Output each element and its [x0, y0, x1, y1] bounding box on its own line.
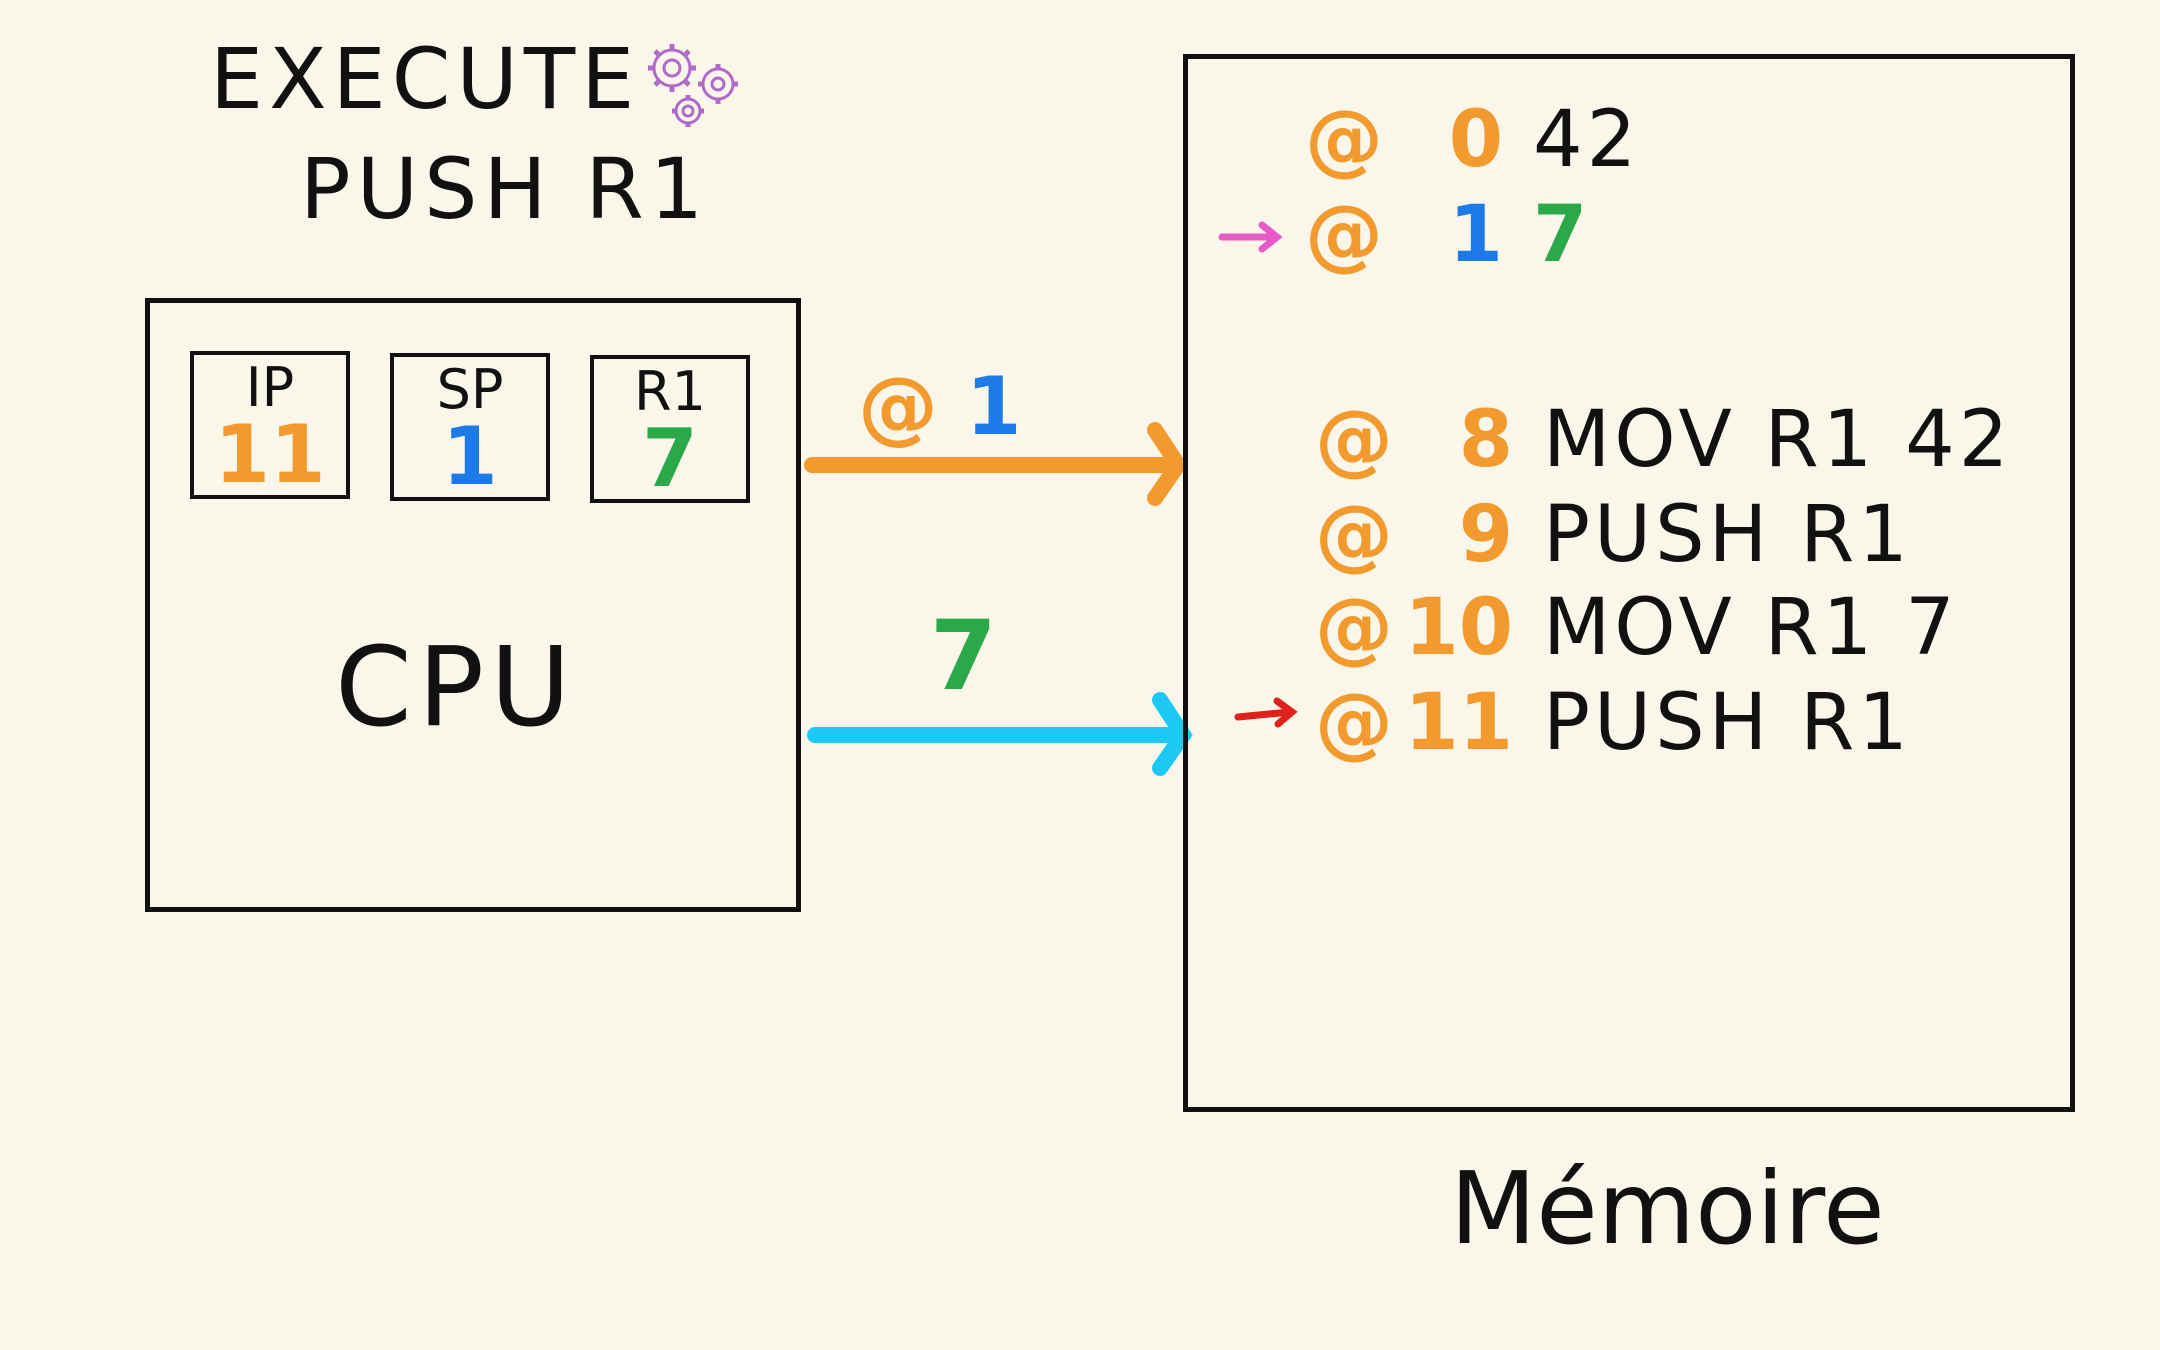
- current-instruction: PUSH R1: [300, 140, 710, 238]
- register-ip-name: IP: [245, 356, 295, 419]
- memory-row-content: MOV R1 42: [1543, 395, 2013, 485]
- memory-row-address: 1: [1448, 190, 1503, 280]
- register-r1: R1 7: [590, 355, 750, 503]
- register-r1-value: 7: [642, 412, 698, 505]
- cpu-box: IP 11 SP 1 R1 7 CPU: [145, 298, 801, 912]
- memory-row-0: @0 42: [1305, 95, 1640, 185]
- memory-row-address: 8: [1458, 395, 1513, 485]
- memory-row-address: 10: [1404, 583, 1513, 673]
- memory-row-at: @: [1315, 678, 1393, 768]
- step-title: EXECUTE: [210, 30, 641, 128]
- memory-row-address: 9: [1458, 490, 1513, 580]
- data-bus-arrow: [807, 692, 1193, 776]
- memory-row-at: @: [1315, 395, 1393, 485]
- register-sp-value: 1: [442, 410, 498, 503]
- memory-row-at: @: [1305, 190, 1383, 280]
- register-sp: SP 1: [390, 353, 550, 501]
- memory-row-at: @: [1315, 490, 1393, 580]
- memory-row-content: MOV R1 7: [1543, 583, 1959, 673]
- gears-icon: [648, 44, 738, 127]
- memory-row-content: 42: [1533, 95, 1641, 185]
- memory-row-content: PUSH R1: [1543, 678, 1912, 768]
- memory-row-11: @11 PUSH R1: [1315, 678, 1912, 768]
- cpu-label: CPU: [335, 623, 577, 751]
- sp-pointer-arrow: [1218, 221, 1283, 253]
- memory-row-address: 0: [1448, 95, 1503, 185]
- memory-row-at: @: [1305, 95, 1383, 185]
- memory-row-address: 11: [1404, 678, 1513, 768]
- memory-row-9: @9 PUSH R1: [1315, 490, 1912, 580]
- address-bus-label: @ 1: [858, 360, 1022, 453]
- memory-row-content: PUSH R1: [1543, 490, 1912, 580]
- memory-row-10: @10 MOV R1 7: [1315, 583, 1959, 673]
- memory-row-content: 7: [1533, 190, 1592, 280]
- register-sp-name: SP: [436, 358, 504, 421]
- address-bus-value: 1: [965, 360, 1022, 453]
- memory-label: Mémoire: [1450, 1150, 1885, 1267]
- register-ip-value: 11: [214, 408, 326, 501]
- register-r1-name: R1: [634, 360, 706, 423]
- memory-row-8: @8 MOV R1 42: [1315, 395, 2012, 485]
- address-bus-arrow: [804, 422, 1188, 506]
- memory-box: [1183, 54, 2075, 1112]
- register-ip: IP 11: [190, 351, 350, 499]
- ip-pointer-arrow: [1234, 697, 1298, 728]
- memory-row-at: @: [1315, 583, 1393, 673]
- address-bus-at: @: [858, 360, 938, 453]
- data-bus-value: 7: [930, 600, 997, 712]
